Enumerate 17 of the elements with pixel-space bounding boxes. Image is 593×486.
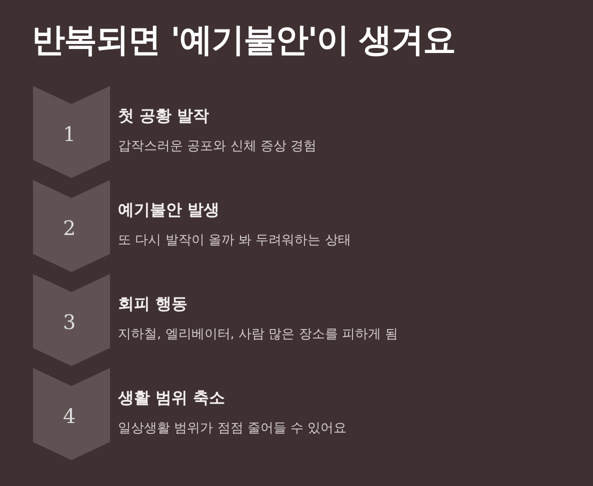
step-heading: 생활 범위 축소 bbox=[118, 388, 226, 408]
step-description: 갑작스러운 공포와 신체 증상 경험 bbox=[118, 138, 317, 156]
step-description: 또 다시 발작이 올까 봐 두려워하는 상태 bbox=[118, 232, 351, 250]
step-heading: 예기불안 발생 bbox=[118, 200, 220, 220]
step-heading: 첫 공황 발작 bbox=[118, 106, 210, 126]
step-number: 4 bbox=[63, 404, 76, 428]
step-number: 3 bbox=[63, 310, 76, 334]
step-number: 2 bbox=[63, 216, 76, 240]
step-description: 지하철, 엘리베이터, 사람 많은 장소를 피하게 됨 bbox=[118, 326, 398, 344]
step-description: 일상생활 범위가 점점 줄어들 수 있어요 bbox=[118, 420, 347, 438]
step-heading: 회피 행동 bbox=[118, 294, 188, 314]
chevron-step bbox=[33, 180, 110, 272]
step-number: 1 bbox=[63, 122, 76, 146]
title: 반복되면 '예기불안'이 생겨요 bbox=[32, 19, 456, 61]
chevron-step bbox=[33, 274, 110, 366]
chevron-step bbox=[33, 86, 110, 178]
chevron-step bbox=[33, 368, 110, 460]
